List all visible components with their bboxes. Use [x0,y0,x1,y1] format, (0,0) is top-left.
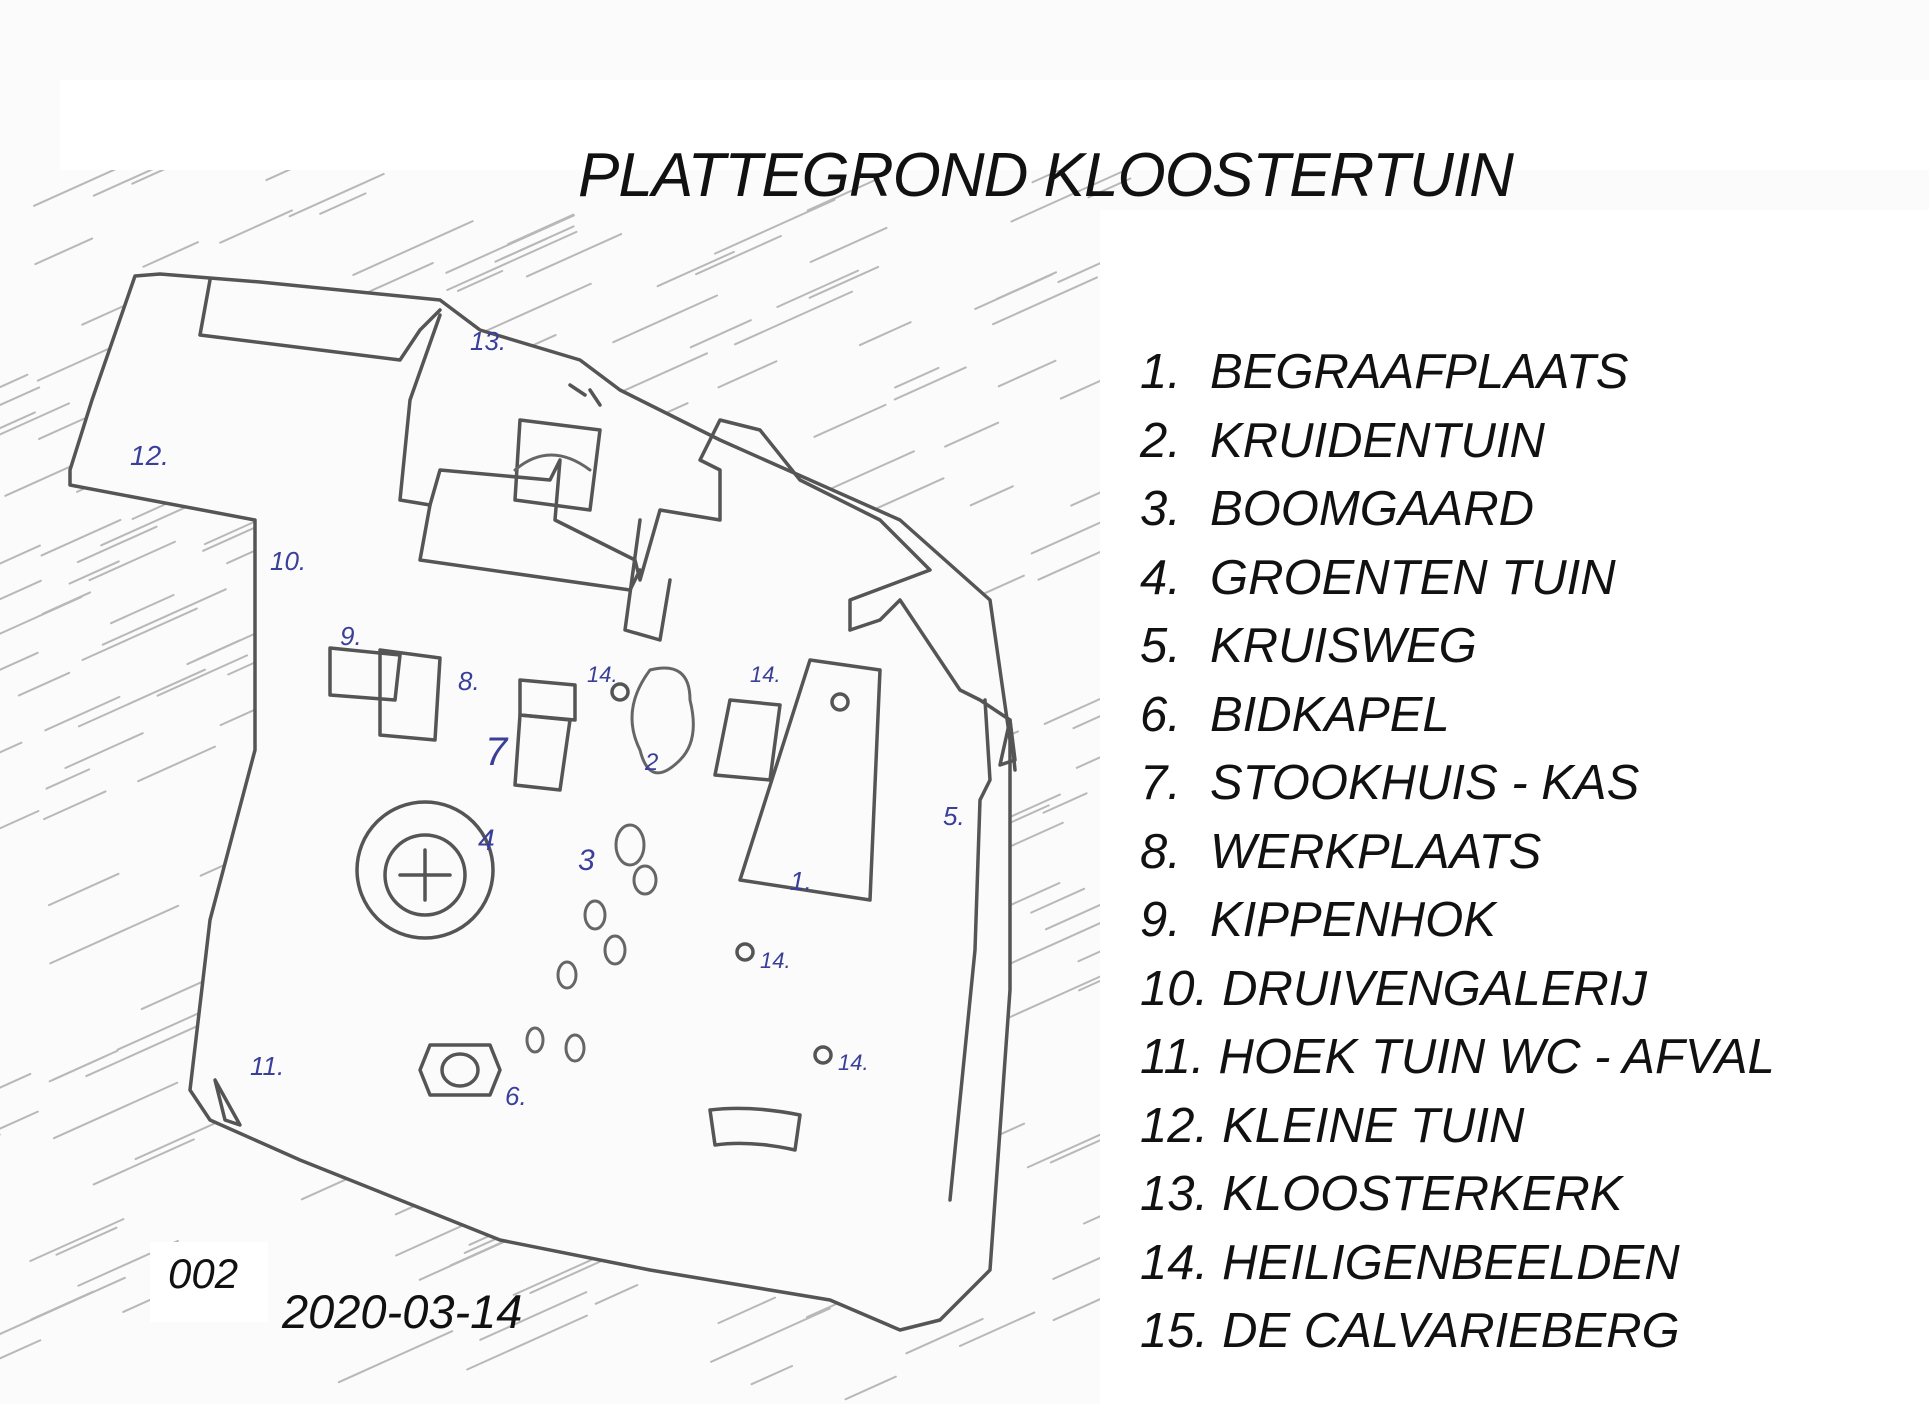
legend-item-number: 6. [1140,687,1181,742]
legend-item-label: BIDKAPEL [1210,687,1450,742]
map-label-1: 1. [790,866,812,896]
legend-item-number: 9. [1140,893,1181,947]
legend-item-number: 7. [1140,756,1181,810]
klooster-buildings [398,313,932,642]
map-label-10: 10. [270,546,306,576]
legend-area [1100,210,1929,1404]
map-label-14c: 14. [760,948,791,973]
legend-item-label: STOOKHUIS - KAS [1210,756,1640,810]
legend-item: 9. KIPPENHOK [1140,886,1775,955]
legend-item: 8. WERKPLAATS [1140,818,1775,887]
legend-item-label: GROENTEN TUIN [1210,550,1616,605]
legend-item-label: KRUISWEG [1210,619,1477,673]
herb-garden [630,666,695,775]
legend-item-number: 3. [1140,482,1181,536]
garden-outline [68,272,1012,1332]
legend-item-number: 13. [1140,1167,1209,1221]
legend-item-label: KIPPENHOK [1210,893,1496,947]
legend-item-number: 12. [1140,1098,1209,1153]
map-label-14b: 14. [750,662,781,687]
legend-item: 14.HEILIGENBEELDEN [1140,1229,1775,1298]
map-label-3: 3 [578,844,595,877]
legend-item-number: 4. [1140,550,1181,605]
legend-item-label: KLEINE TUIN [1222,1098,1525,1153]
legend-item: 13.KLOOSTERKERK [1140,1160,1775,1229]
orchard-trees [525,823,658,1063]
legend-item-number: 15. [1140,1304,1209,1358]
legend-item: 5. KRUISWEG [1140,612,1775,681]
legend-item-number: 11. [1140,1030,1205,1084]
calvarieberg-edge [848,598,1017,1202]
corner-mark [213,1078,242,1127]
map-label-11: 11. [250,1051,284,1081]
legend-item-number: 8. [1140,824,1181,879]
vegetable-garden-circle [355,800,495,940]
statues [610,682,833,1065]
legend-item-number: 10. [1140,961,1209,1016]
legend-item-label: KRUIDENTUIN [1210,413,1545,468]
chapel [418,1043,502,1097]
page-title: PLATTEGROND KLOOSTERTUIN [578,141,1514,210]
map-label-8: 8. [458,666,480,696]
map-label-5: 5. [943,801,965,831]
legend-item: 3. BOOMGAARD [1140,475,1775,544]
legend-item: 6. BIDKAPEL [1140,681,1775,750]
legend-item-label: DE CALVARIEBERG [1222,1304,1680,1358]
legend-item: 1. BEGRAAFPLAATS [1140,338,1775,407]
legend-item: 12.KLEINE TUIN [1140,1092,1775,1161]
legend-item-label: HEILIGENBEELDEN [1222,1235,1680,1290]
document-date: 2020-03-14 [282,1285,523,1338]
legend-item: 15.DE CALVARIEBERG [1140,1297,1775,1366]
legend-item-number: 2. [1140,413,1181,468]
legend-item-label: BOOMGAARD [1210,482,1534,536]
legend-item-label: WERKPLAATS [1210,824,1542,879]
map-label-14d: 14. [838,1050,869,1075]
paper-strip [60,80,1929,170]
legend-item-label: BEGRAAFPLAATS [1210,345,1629,399]
map-label-7: 7 [485,730,509,774]
legend-list: 1. BEGRAAFPLAATS 2. KRUIDENTUIN 3. BOOMGAARD 4… [1140,338,1775,1366]
map-label-12: 12. [130,440,169,471]
small-buildings [328,646,782,792]
legend-item: 11.HOEK TUIN WC - AFVAL [1140,1023,1775,1092]
legend-item-number: 5. [1140,619,1181,673]
legend-item-number: 14. [1140,1235,1209,1290]
legend-item: 7. STOOKHUIS - KAS [1140,749,1775,818]
code-background [150,1242,268,1322]
map-label-14a: 14. [587,662,618,687]
map-label-2: 2 [644,749,658,776]
legend-item-label: KLOOSTERKERK [1222,1167,1623,1221]
legend-item: 4. GROENTEN TUIN [1140,544,1775,613]
map-label-13: 13. [470,326,506,356]
map-label-6: 6. [505,1081,527,1111]
legend-item-label: DRUIVENGALERIJ [1222,961,1647,1016]
legend-item: 2. KRUIDENTUIN [1140,407,1775,476]
document-code: 002 [168,1250,239,1297]
legend-item-label: HOEK TUIN WC - AFVAL [1218,1030,1775,1084]
map-label-9: 9. [340,621,362,651]
graveyard [738,658,882,902]
bench [708,1106,802,1152]
legend-item: 10.DRUIVENGALERIJ [1140,955,1775,1024]
map-label-4: 4 [478,824,495,857]
legend-item-number: 1. [1140,345,1181,399]
map-number-labels: 1. 2 3 4 5. 6. 7 8. 9. 10. 11. 12. 13. 1… [130,326,965,1111]
